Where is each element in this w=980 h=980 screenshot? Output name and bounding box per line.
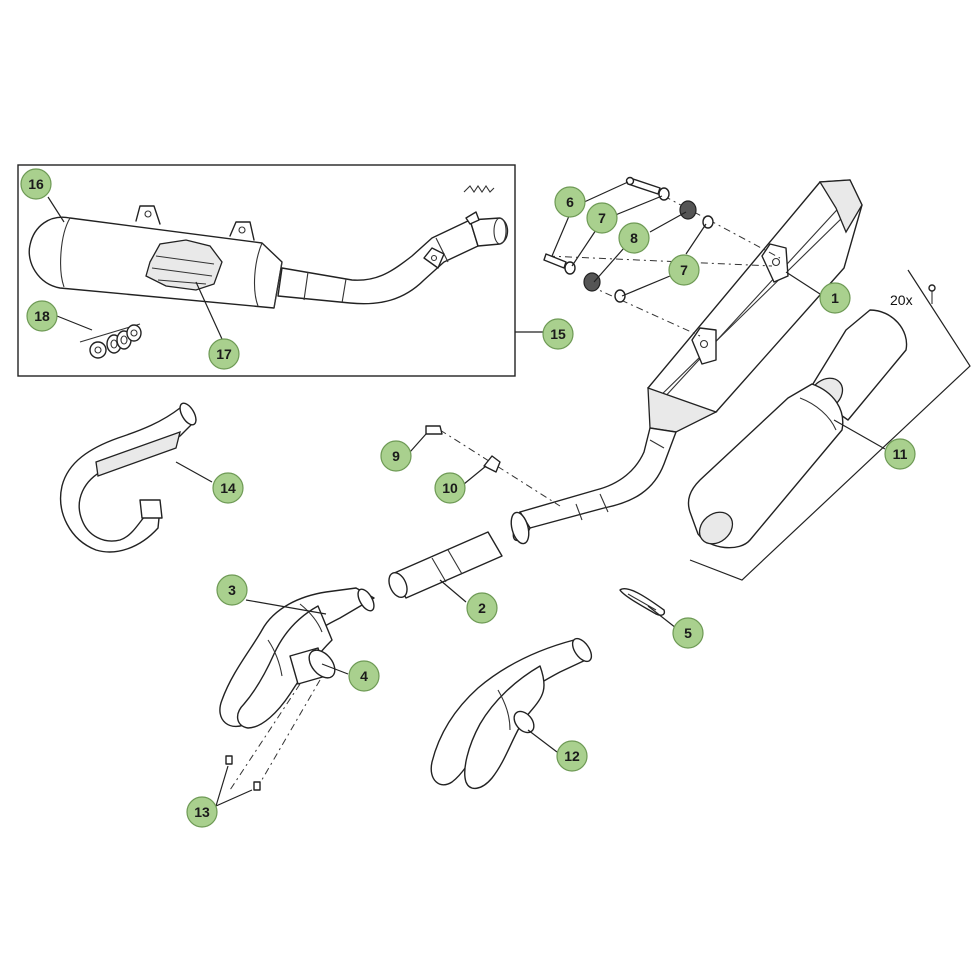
svg-text:14: 14 [220, 480, 236, 496]
callout-7-lower: 7 [668, 254, 700, 286]
header-pipe-12-drawing [430, 637, 593, 789]
svg-text:12: 12 [564, 748, 580, 764]
callout-10: 10 [434, 472, 466, 504]
svg-text:1: 1 [831, 290, 839, 306]
packing-quantity-label: 20x [890, 292, 913, 308]
callout-leaders [47, 181, 886, 807]
callout-15: 15 [542, 318, 574, 350]
callout-11: 11 [884, 438, 916, 470]
svg-text:13: 13 [194, 804, 210, 820]
header-pipe-3-drawing [219, 587, 375, 791]
silencer-wrap-drawing [687, 269, 971, 581]
coupling-sleeve-drawing [388, 531, 503, 599]
header-pipe-14-drawing [60, 402, 197, 553]
svg-text:7: 7 [598, 210, 606, 226]
callout-16: 16 [20, 168, 52, 200]
callout-5: 5 [672, 617, 704, 649]
inset-kit-box [17, 164, 545, 377]
callout-6: 6 [554, 186, 586, 218]
svg-text:18: 18 [34, 308, 50, 324]
svg-text:3: 3 [228, 582, 236, 598]
callout-bubbles: 1 2 3 4 5 6 7 7 8 9 10 11 12 13 14 15 16… [20, 168, 916, 828]
svg-text:17: 17 [216, 346, 232, 362]
svg-text:6: 6 [566, 194, 574, 210]
svg-text:15: 15 [550, 326, 566, 342]
svg-text:11: 11 [893, 446, 908, 462]
svg-text:16: 16 [28, 176, 44, 192]
gasket-drawing [619, 588, 666, 616]
callout-9: 9 [380, 440, 412, 472]
callout-12: 12 [556, 740, 588, 772]
callout-2: 2 [466, 592, 498, 624]
svg-text:9: 9 [392, 448, 400, 464]
callout-3: 3 [216, 574, 248, 606]
callout-18: 18 [26, 300, 58, 332]
svg-text:10: 10 [442, 480, 458, 496]
svg-text:8: 8 [630, 230, 638, 246]
bracket-hardware [425, 425, 561, 507]
callout-13: 13 [186, 796, 218, 828]
callout-1: 1 [819, 282, 851, 314]
callout-7-upper: 7 [586, 202, 618, 234]
svg-text:5: 5 [684, 625, 692, 641]
inset-washer-set [79, 323, 142, 359]
callout-4: 4 [348, 660, 380, 692]
inset-silencer-drawing [28, 185, 509, 309]
main-silencer-drawing [510, 179, 863, 545]
callout-14: 14 [212, 472, 244, 504]
svg-text:4: 4 [360, 668, 368, 684]
callout-8: 8 [618, 222, 650, 254]
svg-text:2: 2 [478, 600, 486, 616]
callout-17: 17 [208, 338, 240, 370]
svg-text:7: 7 [680, 262, 688, 278]
